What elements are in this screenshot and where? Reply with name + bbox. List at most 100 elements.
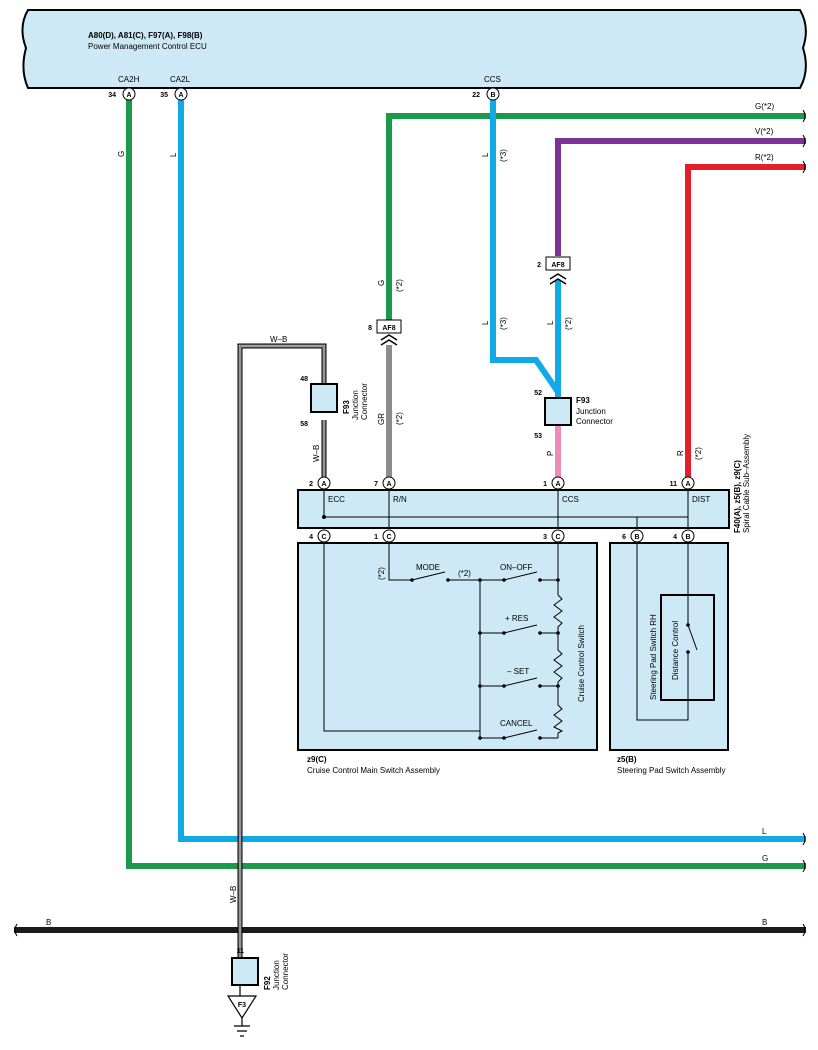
- pin-number: 8: [368, 325, 372, 332]
- spiral-top-pins: A 2 A 7 A 1 A 11: [309, 476, 695, 490]
- wire-label: L: [481, 320, 490, 325]
- spiral-box: [297, 489, 730, 529]
- af8-right-connector: AF8 2: [537, 256, 571, 285]
- cruise-switch-title: z9(C): [307, 755, 327, 764]
- wire-label: G: [117, 151, 126, 157]
- distance-control-label: Distance Control: [671, 621, 680, 680]
- pin-connector: B: [634, 534, 639, 541]
- wire-wb-core: [239, 345, 325, 958]
- f93-label: F93: [576, 396, 590, 405]
- f92-connector: 11 F92 Junction Connector: [231, 948, 290, 990]
- pin-connector: A: [685, 481, 690, 488]
- wire-label: L: [481, 152, 490, 157]
- spiral-pin-name: DIST: [692, 495, 710, 504]
- ecu-pin-name: CCS: [484, 75, 501, 84]
- steering-switch-box: [609, 542, 729, 751]
- ecu-block: A80(D), A81(C), F97(A), F98(B) Power Man…: [21, 9, 807, 89]
- spiral-pin-name: CCS: [562, 495, 579, 504]
- wire-note: (*2): [694, 447, 703, 460]
- ecu-pin-name: CA2L: [170, 75, 191, 84]
- wire-label: B: [762, 918, 767, 927]
- f92-desc: Connector: [281, 953, 290, 990]
- pin-number: 2: [309, 481, 313, 488]
- spiral-pin-name: R/N: [393, 495, 407, 504]
- spiral-subtitle: Spiral Cable Sub–Assembly: [742, 434, 751, 533]
- pin-number: 1: [374, 534, 378, 541]
- wire-label: V(*2): [755, 127, 774, 136]
- wire-end-caps: [14, 109, 806, 937]
- wire-label: W–B: [229, 886, 238, 903]
- af8-label: AF8: [551, 262, 564, 269]
- wire-r2-red: [685, 164, 806, 477]
- f92-desc: Junction: [272, 960, 281, 990]
- steering-switch-title: z5(B): [617, 755, 637, 764]
- wire-note: (*3): [499, 149, 508, 162]
- wire-note: (*2): [395, 412, 404, 425]
- ecu-box: [21, 9, 807, 89]
- pin-number: 34: [108, 92, 116, 99]
- f93-left-connector: 48 58 F93 Junction Connector: [300, 376, 369, 428]
- ecu-pins: A 34 A 35 B 22: [108, 87, 500, 101]
- af8-left-connector: AF8 8: [368, 319, 402, 346]
- pin-connector: A: [321, 481, 326, 488]
- ecu-pin-name: CA2H: [118, 75, 140, 84]
- set-switch-label: – SET: [507, 667, 529, 676]
- wire-note: (*2): [458, 569, 471, 578]
- pin-connector: A: [126, 92, 131, 99]
- ecu-subtitle: Power Management Control ECU: [88, 42, 207, 51]
- wire-label: R: [676, 450, 685, 456]
- mode-switch-label: MODE: [416, 563, 440, 572]
- spiral-title: F40(A), z5(B), z9(C): [733, 460, 742, 533]
- cancel-switch-label: CANCEL: [500, 719, 533, 728]
- wire-label: G: [762, 854, 768, 863]
- pin-number: 3: [543, 534, 547, 541]
- pin-connector: A: [178, 92, 183, 99]
- ecu-title: A80(D), A81(C), F97(A), F98(B): [88, 31, 203, 40]
- pin-number: 22: [472, 92, 480, 99]
- wire-label: L: [546, 320, 555, 325]
- pin-number: 11: [237, 948, 245, 955]
- wire-ca2l-blue: [178, 100, 806, 842]
- pin-connector: C: [555, 534, 560, 541]
- wire-label: L: [762, 827, 767, 836]
- pin-number: 53: [534, 433, 542, 440]
- wire-labels: G L G(*2) V(*2) R(*2) G (*2) L (*3) L (*…: [46, 102, 774, 927]
- spiral-pin-name: ECC: [328, 495, 345, 504]
- pin-number: 52: [534, 390, 542, 397]
- cruise-switch-block: z9(C) Cruise Control Main Switch Assembl…: [297, 542, 598, 775]
- spiral-cable-block: ECC R/N CCS DIST F40(A), z5(B), z9(C) Sp…: [297, 434, 751, 533]
- pin-number: 6: [622, 534, 626, 541]
- f93-desc: Connector: [576, 417, 613, 426]
- pin-connector: B: [490, 92, 495, 99]
- wire-label: L: [169, 152, 178, 157]
- wire-ca2h-green: [126, 100, 806, 869]
- pin-number: 48: [300, 376, 308, 383]
- f93-desc: Connector: [360, 383, 369, 420]
- pin-number: 1: [543, 481, 547, 488]
- steering-switch-circuit: [636, 542, 698, 721]
- wire-ccs-blue-3: [490, 100, 561, 394]
- wire-label: W–B: [312, 445, 321, 462]
- wire-label: W–B: [270, 335, 287, 344]
- on-off-switch-label: ON–OFF: [500, 563, 533, 572]
- ground-symbol: F3: [226, 985, 258, 1037]
- wire-note: (*3): [499, 317, 508, 330]
- wire-note: (*2): [564, 317, 573, 330]
- wire-note: (*2): [377, 567, 386, 580]
- f93-desc: Junction: [351, 390, 360, 420]
- pin-number: 7: [374, 481, 378, 488]
- pin-connector: A: [555, 481, 560, 488]
- ground-label: F3: [238, 1002, 246, 1009]
- pin-number: 2: [537, 262, 541, 269]
- wire-g2-green: [386, 113, 806, 320]
- res-switch-label: + RES: [505, 614, 528, 623]
- wire-label: B: [46, 918, 51, 927]
- wire-label: G: [377, 280, 386, 286]
- pin-connector: A: [386, 481, 391, 488]
- pin-number: 4: [309, 534, 313, 541]
- f93-desc: Junction: [576, 407, 606, 416]
- pin-number: 4: [673, 534, 677, 541]
- wire-label: R(*2): [755, 153, 774, 162]
- pin-connector: C: [321, 534, 326, 541]
- pin-number: 58: [300, 421, 308, 428]
